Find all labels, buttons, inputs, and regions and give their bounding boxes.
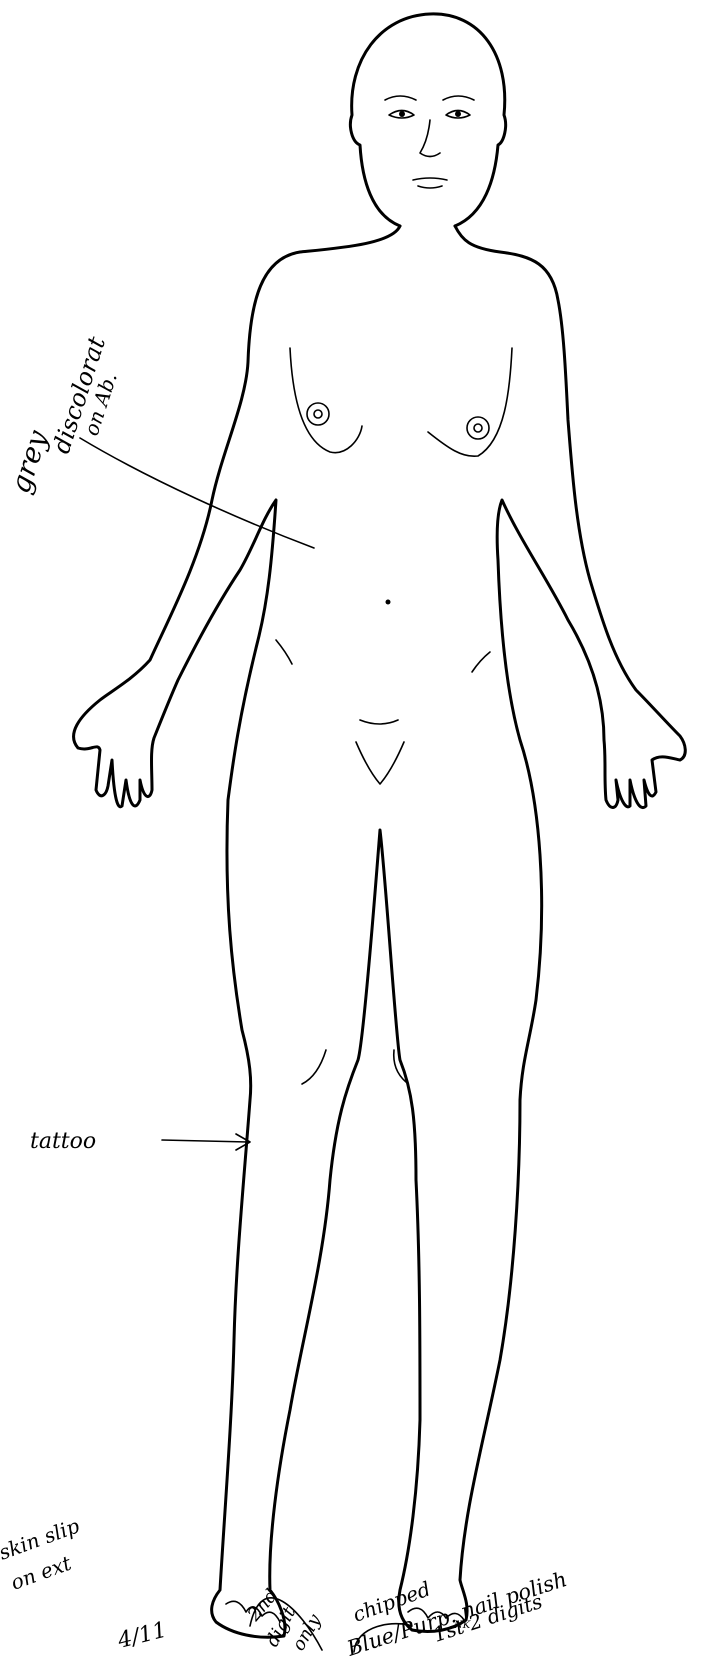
annotation-page-mark: 4/11	[114, 1618, 169, 1654]
left-breast	[290, 348, 362, 453]
left-nipple	[307, 403, 329, 425]
right-breast	[428, 348, 512, 456]
right-hip-line	[472, 652, 490, 672]
left-nipple-center	[314, 410, 322, 418]
head-outline	[350, 14, 505, 226]
left-pupil	[399, 111, 405, 117]
abdomen-pointer-line	[80, 438, 314, 548]
left-eyebrow	[385, 96, 416, 100]
tattoo-arrow	[162, 1140, 248, 1142]
annotation-tattoo: tattoo	[30, 1129, 96, 1154]
navel	[386, 600, 391, 605]
annotation-initials: NK	[453, 1620, 471, 1631]
body-outline	[74, 226, 686, 1637]
left-hip-line	[276, 640, 292, 664]
right-nipple	[467, 417, 489, 439]
groin-line	[356, 742, 404, 784]
left-knee	[302, 1050, 326, 1084]
annotation-skin-slip: skin slip	[0, 1513, 83, 1564]
annotation-grey: grey	[3, 425, 54, 497]
right-nipple-center	[474, 424, 482, 432]
nose	[420, 120, 440, 157]
mouth	[413, 178, 447, 188]
pubic-line	[360, 720, 398, 724]
right-pupil	[455, 111, 461, 117]
right-eyebrow	[443, 96, 474, 100]
